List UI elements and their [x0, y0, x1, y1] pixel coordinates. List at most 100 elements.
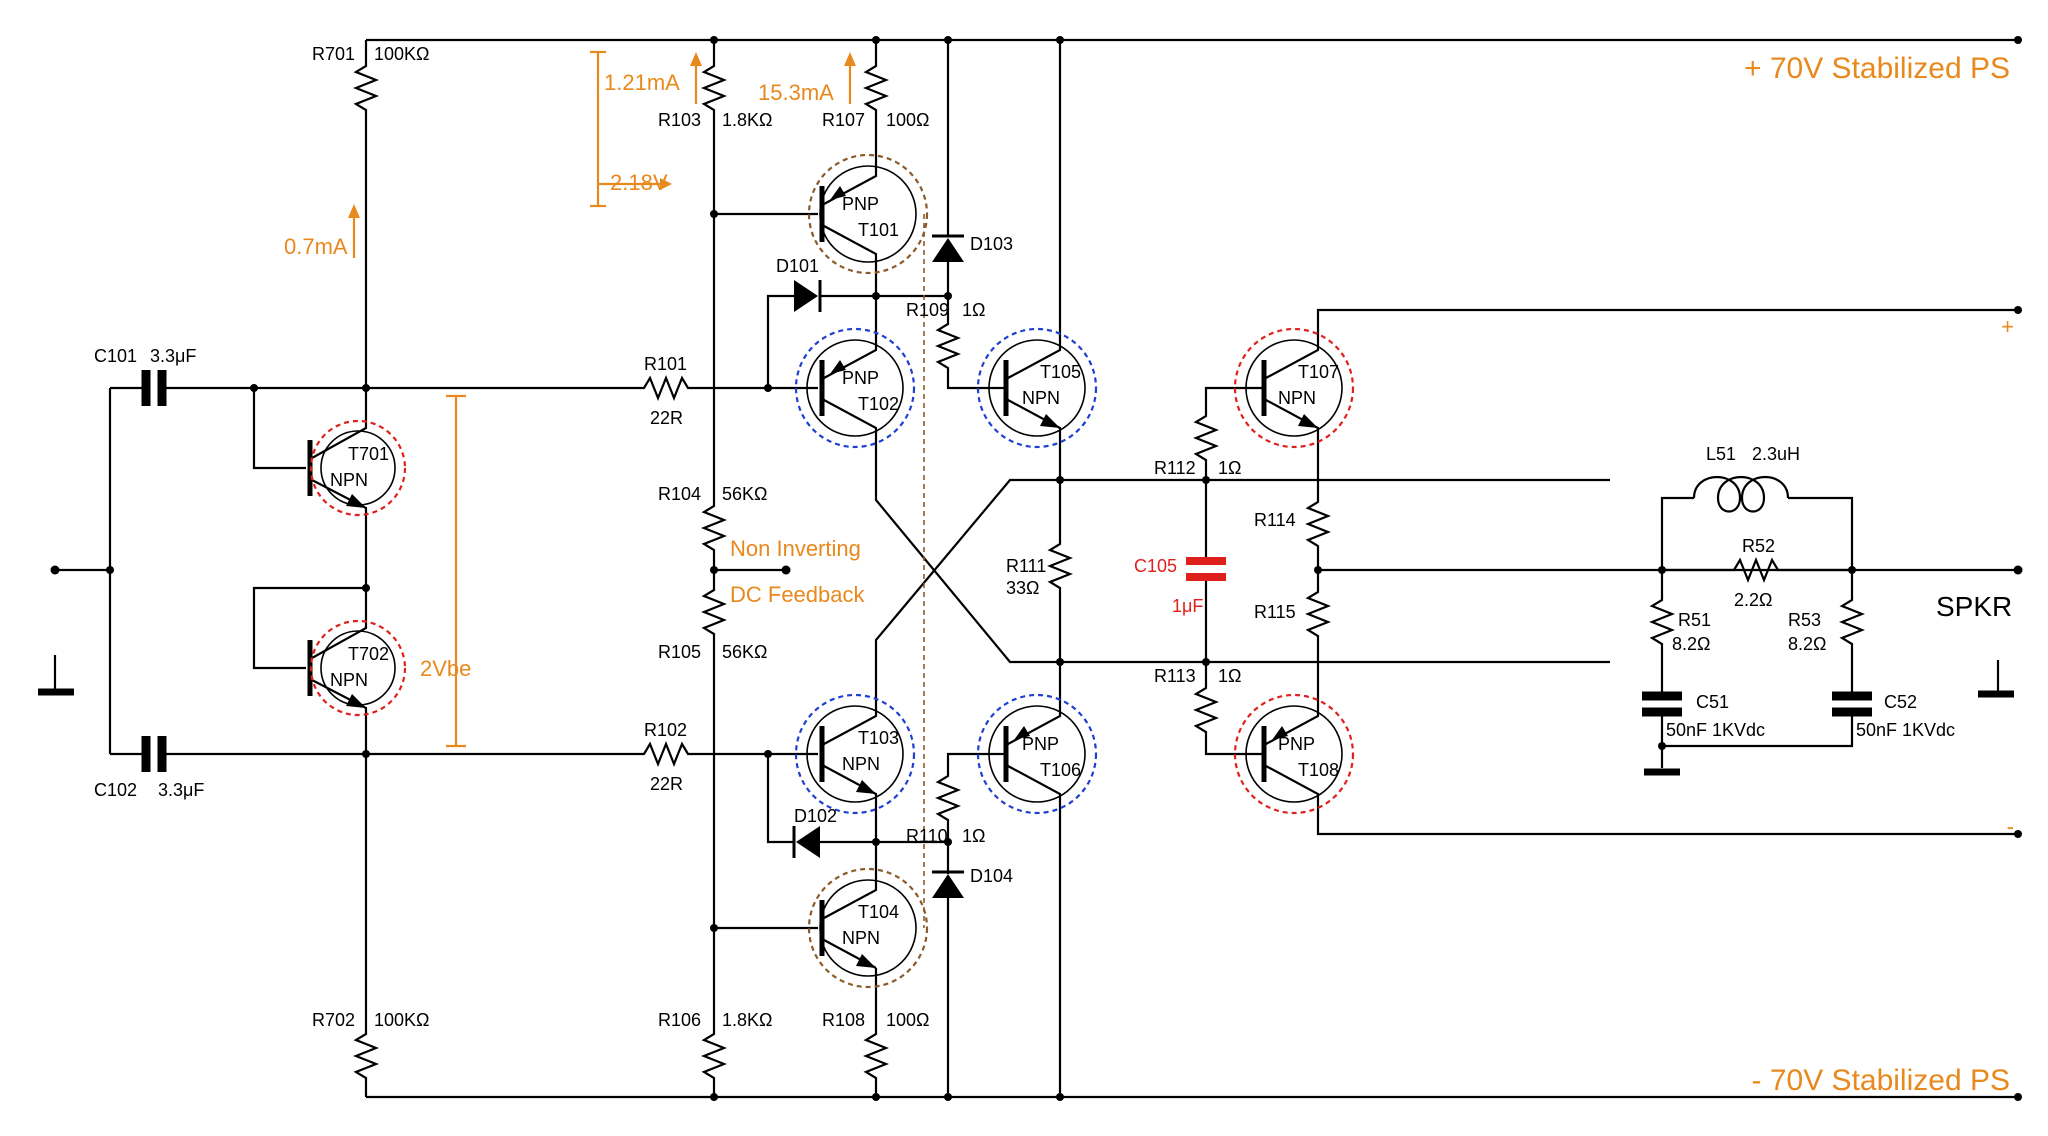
l51-value: 2.3uH — [1752, 444, 1800, 464]
vbe-dimension — [446, 394, 466, 748]
t102-type: PNP — [842, 368, 879, 388]
d101-diode — [766, 280, 948, 388]
r52-resistor — [1662, 557, 1852, 583]
t106-transistor — [976, 662, 1098, 1097]
r53-resistor — [1839, 570, 1865, 692]
r115-ref: R115 — [1254, 602, 1296, 622]
r109-value: 1Ω — [962, 300, 985, 320]
t103-transistor — [768, 478, 1018, 842]
r103-resistor — [701, 40, 727, 214]
r115-resistor — [1305, 570, 1331, 672]
r111-resistor — [1047, 480, 1073, 662]
t101-transistor — [714, 153, 929, 296]
t107-transistor — [1233, 308, 2018, 496]
d104-diode — [932, 842, 964, 1097]
d104-ref: D104 — [970, 866, 1013, 886]
t103-ref: T103 — [858, 728, 899, 748]
positive-supply-label: + 70V Stabilized PS — [1744, 52, 2010, 85]
vbe-label: 2Vbe — [420, 656, 471, 681]
r105-ref: R105 — [658, 642, 701, 662]
input-section — [38, 370, 370, 772]
r101-resistor — [366, 375, 772, 401]
r51-value: 8.2Ω — [1672, 634, 1710, 654]
r110-resistor — [935, 752, 1000, 842]
r701-ref: R701 — [312, 44, 355, 64]
t107-type: NPN — [1278, 388, 1316, 408]
r106-resistor — [701, 928, 727, 1097]
r102-ref: R102 — [644, 720, 687, 740]
t701-type: NPN — [330, 470, 368, 490]
c102-ref: C102 — [94, 780, 137, 800]
d103-diode — [932, 40, 964, 296]
t701-transistor — [252, 388, 407, 588]
l51-inductor — [1660, 476, 1854, 570]
t103-type: NPN — [842, 754, 880, 774]
r104-resistor — [701, 214, 727, 570]
c105-value: 1μF — [1172, 596, 1203, 616]
r702-ref: R702 — [312, 1010, 355, 1030]
t105-ref: T105 — [1040, 362, 1081, 382]
t102-ref: T102 — [858, 394, 899, 414]
r108-ref: R108 — [822, 1010, 865, 1030]
d103-ref: D103 — [970, 234, 1013, 254]
speaker-label: SPKR — [1936, 591, 2012, 622]
c105-ref: C105 — [1134, 556, 1177, 576]
bias-voltage-label: 2.18V — [610, 170, 668, 195]
c105-capacitor — [1186, 480, 1226, 662]
t108-transistor — [1233, 672, 2018, 836]
r107-current-arrow — [844, 52, 856, 104]
r103-ref: R103 — [658, 110, 701, 130]
r110-value: 1Ω — [962, 826, 985, 846]
bias-voltage-bracket — [590, 50, 672, 208]
r53-ref: R53 — [1788, 610, 1821, 630]
output-plus-marker: + — [2001, 314, 2014, 339]
r112-value: 1Ω — [1218, 458, 1241, 478]
c101-ref: C101 — [94, 346, 137, 366]
feedback-label-line2: DC Feedback — [730, 582, 866, 607]
r107-ref: R107 — [822, 110, 865, 130]
negative-rail — [366, 1093, 2022, 1101]
c51-value: 50nF 1KVdc — [1666, 720, 1765, 740]
r701-current-arrow — [348, 204, 360, 258]
t104-transistor — [714, 842, 929, 989]
r103-current-arrow — [690, 52, 702, 104]
r107-resistor — [863, 40, 889, 170]
r108-value: 100Ω — [886, 1010, 930, 1030]
t108-type: PNP — [1278, 734, 1315, 754]
t105-transistor — [976, 40, 1098, 480]
negative-supply-label: - 70V Stabilized PS — [1752, 1064, 2010, 1097]
t106-ref: T106 — [1040, 760, 1081, 780]
r105-value: 56KΩ — [722, 642, 767, 662]
r113-ref: R113 — [1154, 666, 1196, 686]
r52-ref: R52 — [1742, 536, 1775, 556]
c101-value: 3.3μF — [150, 346, 196, 366]
t107-ref: T107 — [1298, 362, 1339, 382]
r52-value: 2.2Ω — [1734, 590, 1772, 610]
t105-type: NPN — [1022, 388, 1060, 408]
r114-resistor — [1305, 496, 1331, 570]
r105-resistor — [701, 570, 727, 928]
c52-ref: C52 — [1884, 692, 1917, 712]
r51-resistor — [1649, 570, 1675, 692]
r102-value: 22R — [650, 774, 683, 794]
c52-capacitor — [1662, 691, 1872, 748]
d102-ref: D102 — [794, 806, 837, 826]
c51-ref: C51 — [1696, 692, 1729, 712]
r107-current-label: 15.3mA — [758, 80, 834, 105]
r112-resistor — [1193, 386, 1262, 480]
t701-ref: T701 — [348, 444, 389, 464]
r103-current-label: 1.21mA — [604, 70, 680, 95]
r112-ref: R112 — [1154, 458, 1196, 478]
r103-value: 1.8KΩ — [722, 110, 772, 130]
r107-value: 100Ω — [886, 110, 930, 130]
r108-resistor — [863, 968, 889, 1097]
r701-resistor — [353, 40, 379, 388]
r701-value: 100KΩ — [374, 44, 430, 64]
d101-ref: D101 — [776, 256, 819, 276]
r104-value: 56KΩ — [722, 484, 767, 504]
output-minus-marker: - — [2007, 814, 2014, 839]
c52-value: 50nF 1KVdc — [1856, 720, 1955, 740]
r109-ref: R109 — [906, 300, 949, 320]
r102-resistor — [366, 741, 772, 767]
t106-type: PNP — [1022, 734, 1059, 754]
